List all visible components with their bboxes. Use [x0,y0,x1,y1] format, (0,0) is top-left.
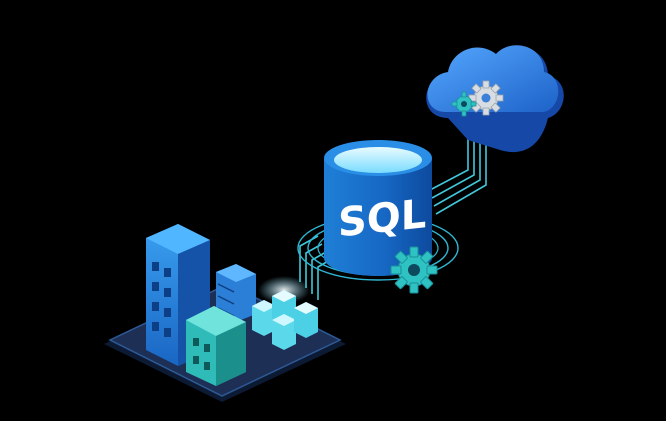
building-icon [186,306,246,386]
data-cube-icon [252,300,276,336]
gear-icon [390,246,438,294]
gear-icon [451,91,477,117]
server-rack-icon [216,264,256,322]
gear-icon [468,80,504,116]
data-cubes [252,276,318,350]
database-label: SQL [338,191,426,246]
data-cube-icon [272,314,296,350]
database-icon: SQL [324,140,432,276]
data-cube-icon [294,302,318,338]
